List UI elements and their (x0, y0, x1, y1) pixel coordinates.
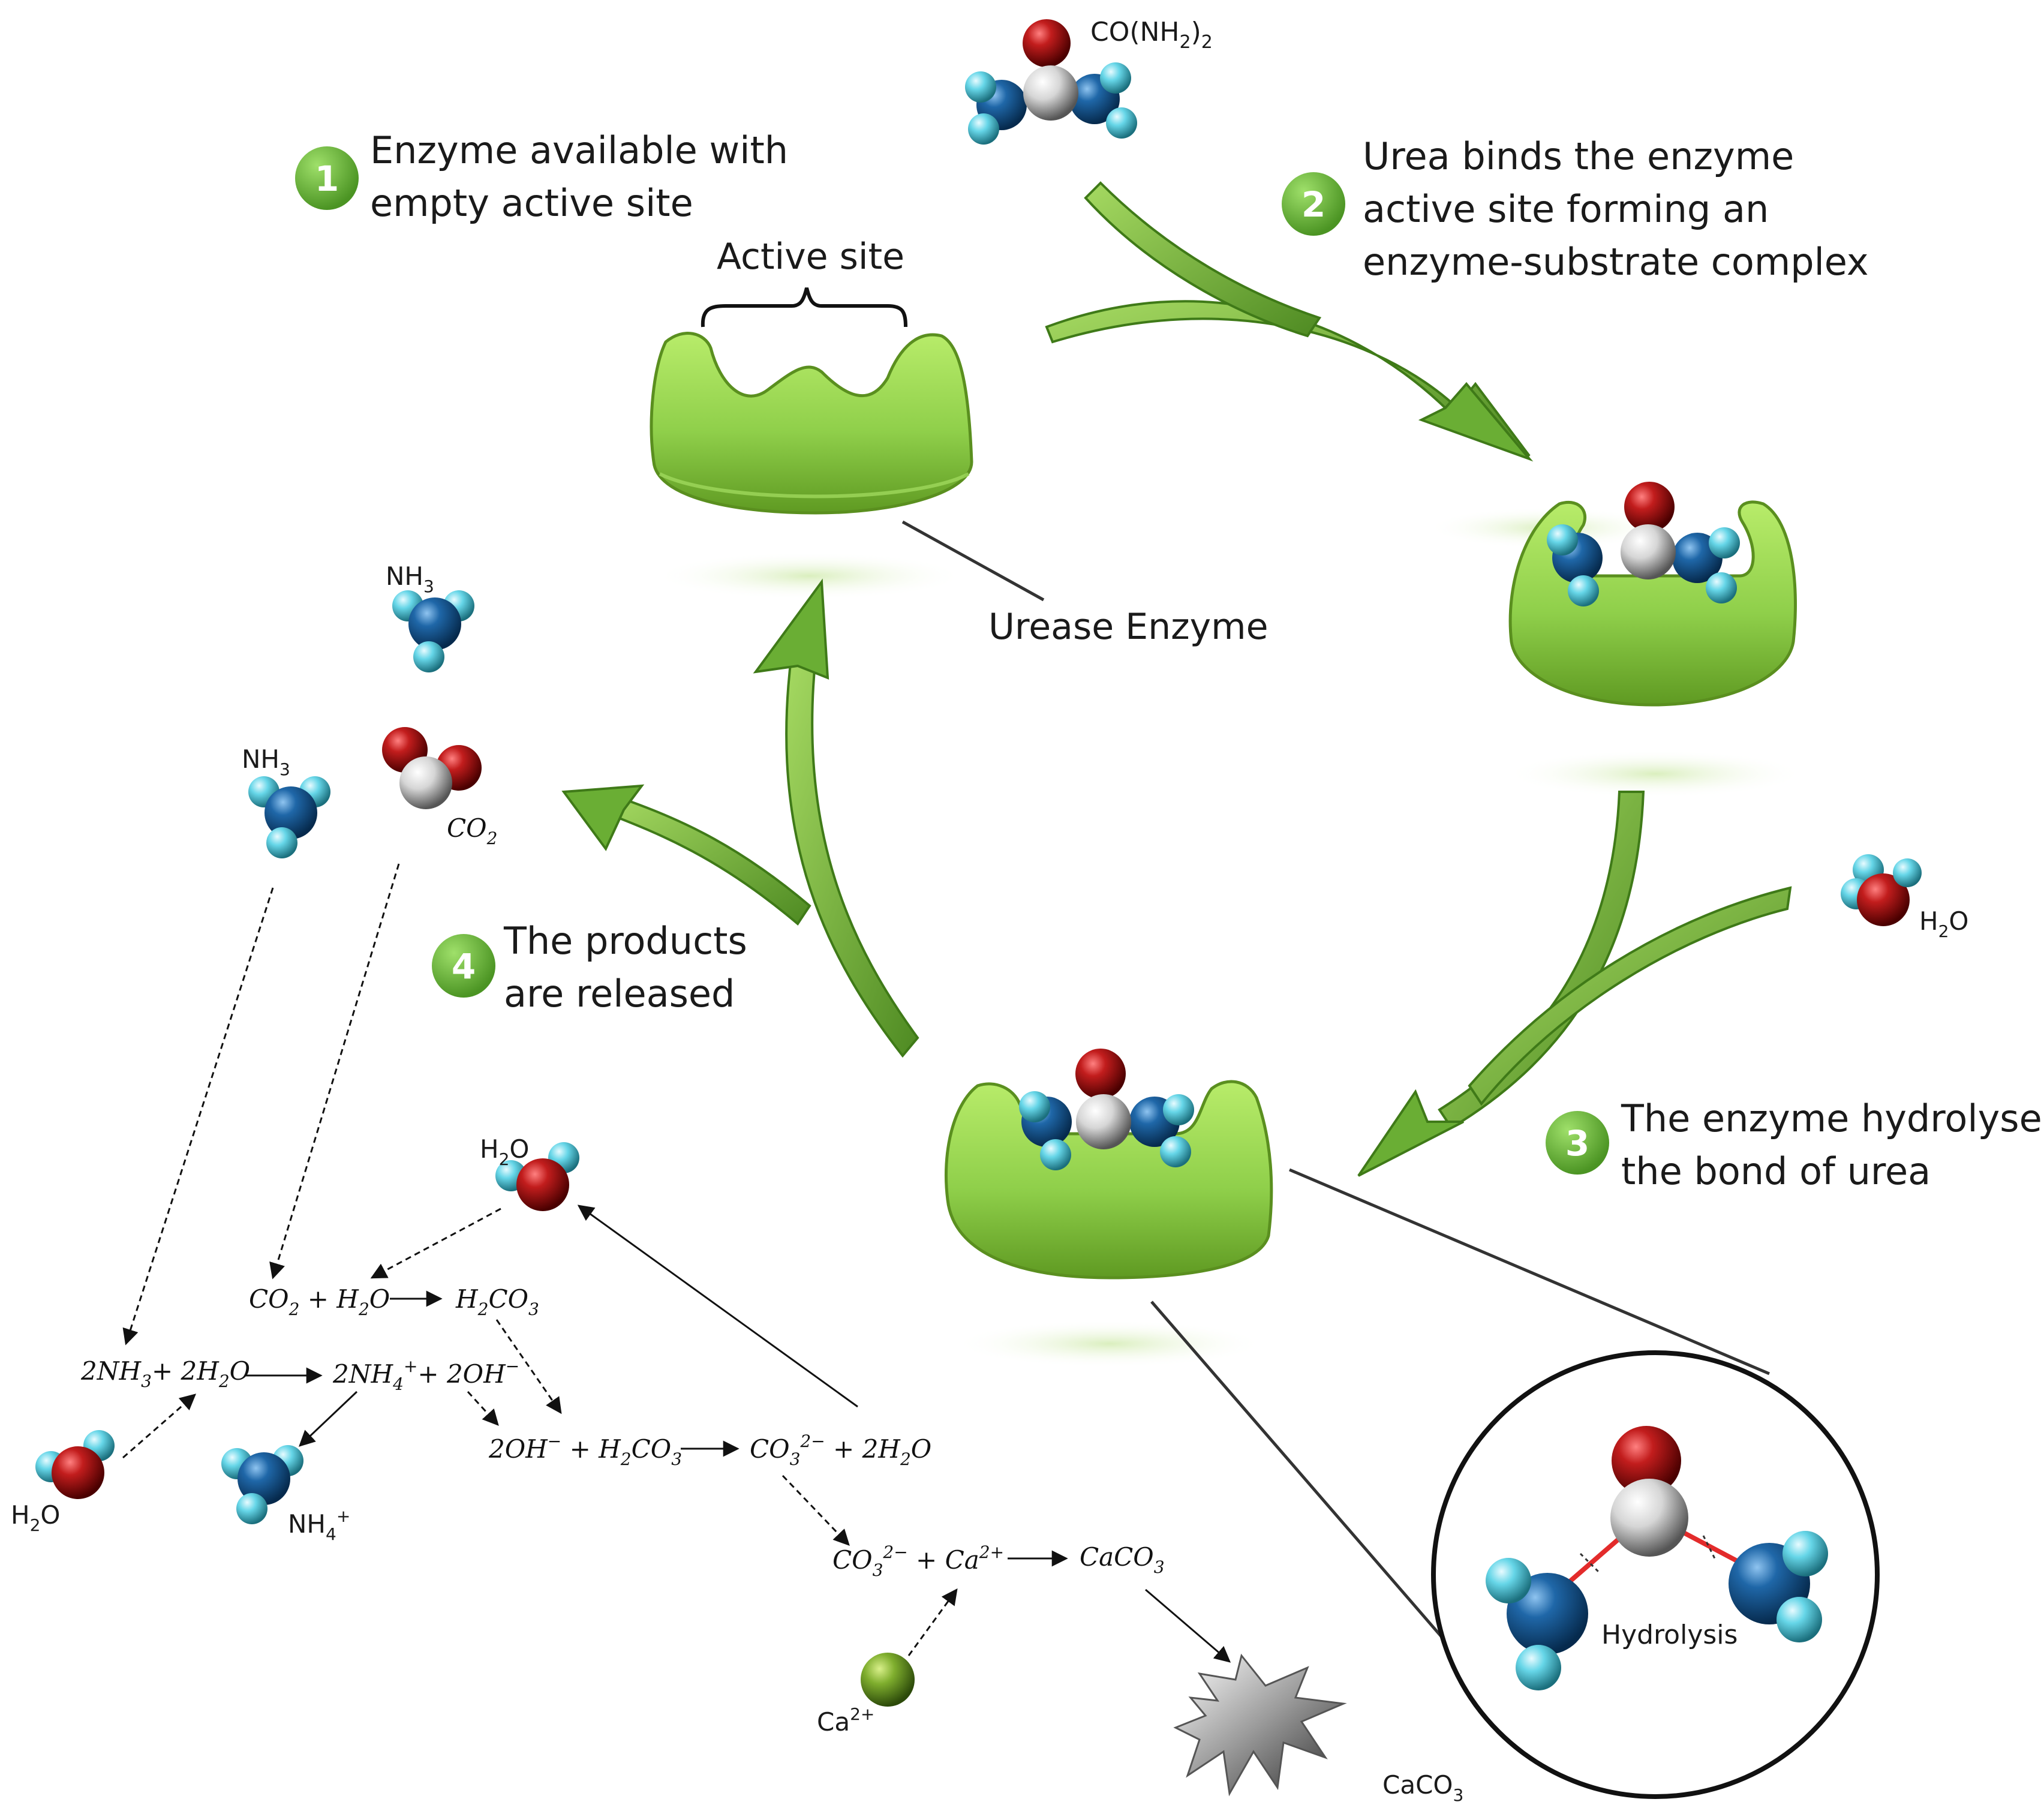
urease-enzyme-substrate-complex (1508, 482, 1797, 707)
active-site-label: Active site (717, 236, 904, 278)
water-molecule-top (495, 1142, 579, 1211)
caco3-formula: CaCO3 (1382, 1770, 1463, 1805)
reaction-arrows (122, 863, 1231, 1663)
step-2-text-line3: enzyme-substrate complex (1363, 240, 1869, 284)
urease-enzyme-pointer (901, 520, 1045, 602)
step-2: 2 Urea binds the enzyme active site form… (1282, 134, 1869, 284)
step-1: 1 Enzyme available with empty active sit… (295, 128, 788, 225)
water-formula-right: H2O (1919, 906, 1968, 941)
step-1-badge (295, 146, 359, 210)
step-3-text-line2: the bond of urea (1621, 1149, 1931, 1193)
step-4-badge (432, 934, 495, 998)
step-3-number: 3 (1565, 1123, 1589, 1164)
enzyme-shadow (954, 1320, 1266, 1368)
calcium-ion (861, 1653, 915, 1707)
water-formula-left: H2O (11, 1500, 60, 1535)
water-molecule-left (35, 1430, 115, 1499)
enzyme-shadow (1505, 750, 1805, 798)
equation-1-reactants: CO2 + H2O (249, 1284, 390, 1319)
calcium-formula: Ca2+ (817, 1704, 874, 1737)
step-1-text-line1: Enzyme available with (370, 128, 788, 172)
step-2-text-line2: active site forming an (1363, 187, 1769, 231)
hydrolysis-label: Hydrolysis (1601, 1620, 1738, 1650)
zoom-line (1289, 1168, 1770, 1375)
co2-molecule (382, 727, 482, 809)
equation-4-reactants: CO32− + Ca2+ (832, 1542, 1004, 1580)
step-2-badge (1282, 172, 1345, 236)
water-molecule-right (1841, 854, 1922, 926)
ammonium-formula: NH4+ (288, 1506, 350, 1544)
step-4-number: 4 (452, 946, 476, 987)
urease-enzyme-hydrolysis (945, 1049, 1273, 1280)
urease-enzyme-label: Urease Enzyme (988, 606, 1269, 648)
equation-3-products: CO32− + 2H2O (750, 1431, 931, 1469)
cycle-arrow-3-to-1 (561, 578, 919, 1058)
equation-2-products: 2NH4++ 2OH− (332, 1356, 519, 1394)
equation-3-reactants: 2OH− + H2CO3 (488, 1431, 682, 1469)
cycle-arrow-1-to-2 (1045, 181, 1534, 462)
urea-molecule (965, 19, 1137, 145)
step-4-text-line1: The products (503, 919, 747, 963)
active-site-brace (701, 287, 907, 328)
step-2-text-line1: Urea binds the enzyme (1363, 134, 1794, 178)
step-1-number: 1 (315, 158, 339, 199)
cycle-arrow-2-to-3 (1357, 791, 1792, 1177)
step-3: 3 The enzyme hydrolyses the bond of urea (1546, 1097, 2044, 1193)
ammonia-molecule-top (392, 590, 474, 672)
step-3-badge (1546, 1111, 1609, 1175)
equation-2-reactants: 2NH3+ 2H2O (80, 1356, 250, 1391)
caco3-crystal (1173, 1653, 1347, 1797)
equation-4-products: CaCO3 (1080, 1542, 1165, 1577)
ammonia-formula-top: NH3 (386, 561, 434, 596)
urea-hydrolysis-molecule (1486, 1426, 1828, 1690)
step-4-text-line2: are released (504, 972, 735, 1016)
step-2-number: 2 (1301, 184, 1325, 225)
urea-formula: CO(NH2)2 (1090, 17, 1213, 53)
water-formula-top: H2O (480, 1134, 529, 1169)
ammonia-molecule-mid (248, 776, 330, 858)
step-1-text-line2: empty active site (370, 181, 693, 225)
urease-enzyme-empty (650, 332, 973, 515)
ammonium-molecule (221, 1445, 303, 1524)
enzyme-shadow (654, 552, 966, 600)
co2-formula: CO2 (447, 813, 497, 848)
step-3-text-line1: The enzyme hydrolyses (1621, 1097, 2044, 1140)
step-4: 4 The products are released (432, 919, 747, 1016)
equation-1-products: H2CO3 (455, 1284, 539, 1319)
ammonia-formula-mid: NH3 (242, 744, 290, 779)
